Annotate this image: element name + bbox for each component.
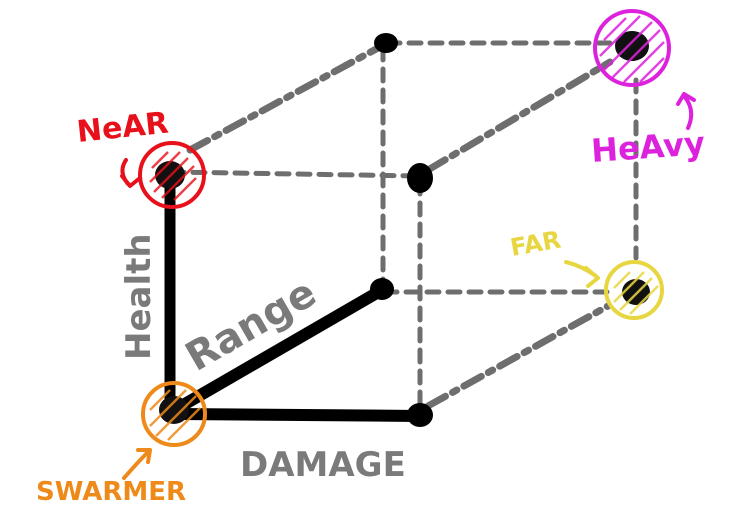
edge-top-left-diagonal <box>186 44 382 154</box>
swarmer-ring <box>141 381 207 447</box>
health-axis-label: Health <box>119 233 159 360</box>
vertex-back-top-left <box>374 33 398 53</box>
axes <box>164 170 426 422</box>
heavy-label: HeAvy <box>590 124 706 170</box>
far-marker <box>604 260 664 320</box>
heavy-ring <box>593 9 671 87</box>
vertices <box>370 33 433 427</box>
swarmer-arrow <box>122 448 152 480</box>
vertex-back-bottom-left <box>370 278 394 300</box>
swarmer-marker <box>141 381 207 447</box>
damage-axis <box>172 408 426 422</box>
far-ring <box>604 260 664 320</box>
vertex-front-top-right <box>407 163 433 193</box>
near-marker <box>138 141 206 209</box>
dashed-edges <box>169 40 639 415</box>
vertex-front-bottom-right <box>407 403 433 427</box>
swarmer-dot <box>159 396 189 424</box>
arrows <box>120 92 696 480</box>
edge-top-right-diagonal <box>424 58 614 174</box>
edge-bottom-right-diagonal <box>424 302 612 410</box>
heavy-marker <box>593 9 671 87</box>
dashdot-edges <box>186 44 614 410</box>
near-label: NeAR <box>75 106 170 150</box>
damage-axis-label: DAMAGE <box>240 445 406 485</box>
range-axis <box>172 284 388 414</box>
swarmer-label: SWARMER <box>36 477 186 507</box>
near-arrow <box>120 158 142 188</box>
edge-front-top <box>169 169 423 179</box>
far-label: FAR <box>508 226 563 262</box>
heavy-dot <box>615 31 649 61</box>
far-arrow <box>564 260 600 288</box>
heavy-arrow <box>676 92 696 130</box>
near-ring <box>138 141 206 209</box>
